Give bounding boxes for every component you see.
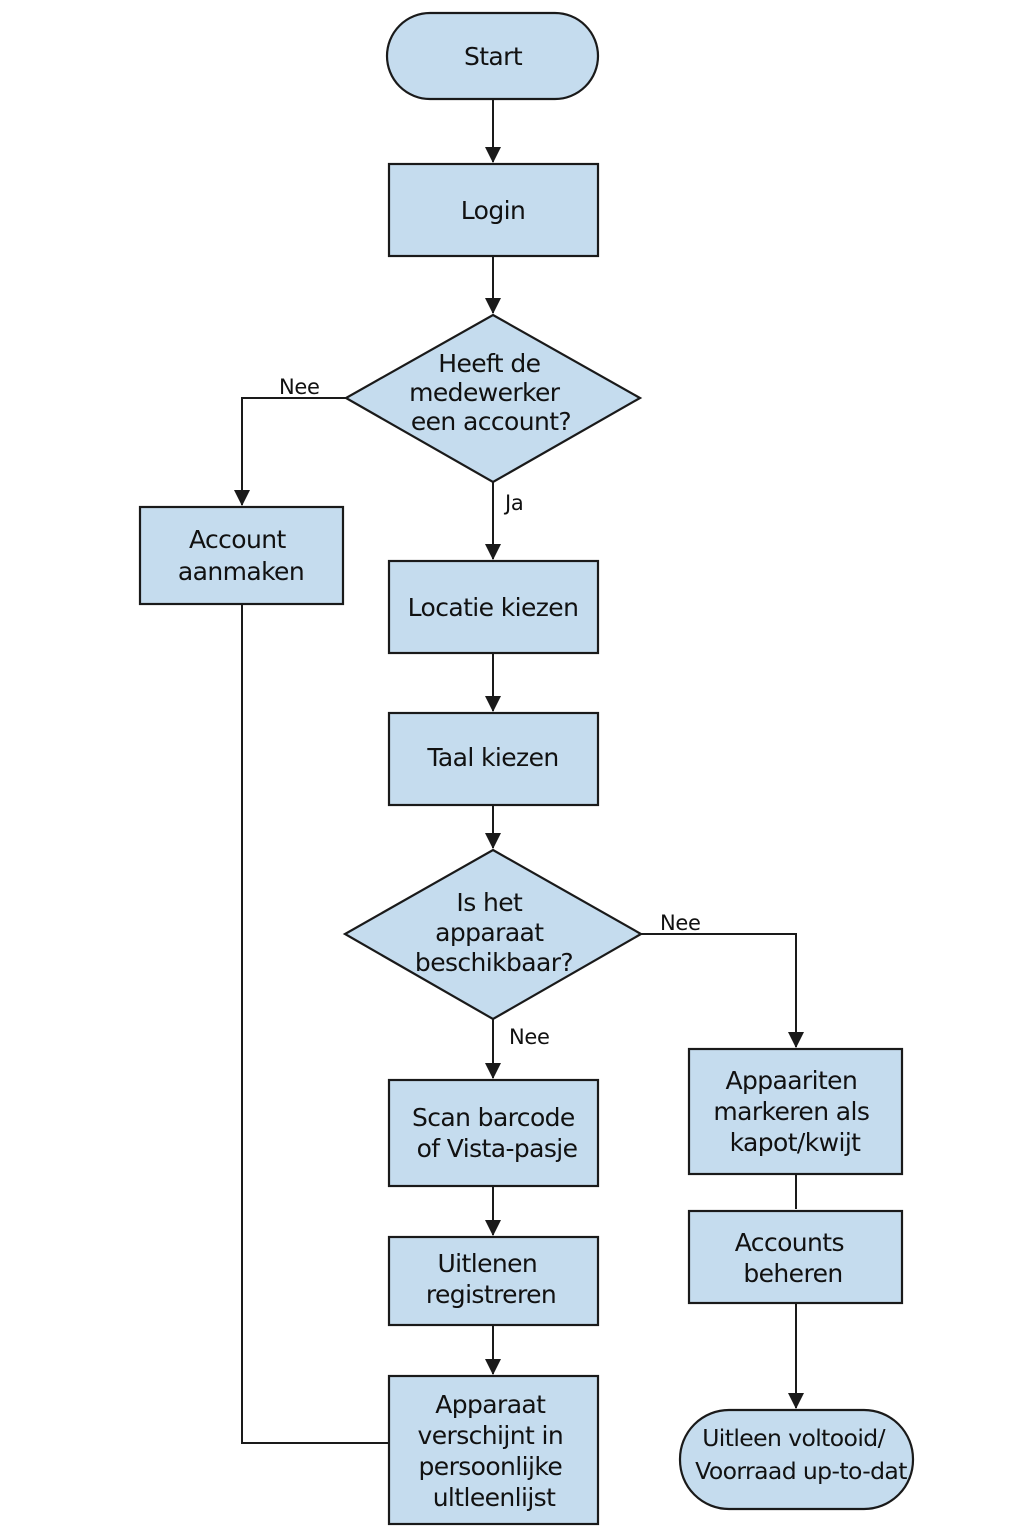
node-account-decision: Heeft de medewerker een account? xyxy=(343,313,643,484)
node-end: Uitleen voltooid/ Voorraad up-to-dat xyxy=(678,1408,915,1511)
svg-text:Apparaat verschijnt in: Apparaat verschijnt in persoonlijke ultl… xyxy=(418,1390,571,1512)
edge-label-account-no: Nee xyxy=(279,375,320,399)
edge-label-account-yes: Ja xyxy=(503,491,523,515)
node-availability-decision: Is het apparaat beschikbaar? xyxy=(342,848,644,1021)
edge-label-availability-right: Nee xyxy=(660,911,701,935)
node-choose-language: Taal kiezen xyxy=(387,711,600,807)
svg-text:Taal kiezen: Taal kiezen xyxy=(426,743,558,772)
svg-text:Heeft de medewerker: Heeft de medewerker een account? xyxy=(409,349,571,436)
edge-label-availability-down: Nee xyxy=(509,1025,550,1049)
node-create-account: Account aanmaken xyxy=(138,505,345,606)
edge-account-check-no xyxy=(234,397,346,506)
svg-text:Is het apparaat be: Is het apparaat beschikbaar? xyxy=(415,888,573,977)
edge-create-account-to-list xyxy=(241,605,389,1444)
node-register-loan: Uitlenen registreren xyxy=(387,1235,600,1327)
svg-text:Locatie kiezen: Locatie kiezen xyxy=(408,593,579,622)
svg-text:Start: Start xyxy=(464,42,523,71)
node-scan-barcode: Scan barcode of Vista-pasje xyxy=(387,1078,600,1188)
node-start: Start xyxy=(385,11,600,101)
node-mark-devices: Appaariten markeren als kapot/kwijt xyxy=(687,1047,904,1176)
svg-text:Accounts beheren: Accounts beheren xyxy=(735,1228,852,1288)
svg-text:Uitleen voltooid/ Voorra: Uitleen voltooid/ Voorraad up-to-dat xyxy=(695,1424,907,1485)
node-choose-location: Locatie kiezen xyxy=(387,559,600,655)
node-manage-accounts: Accounts beheren xyxy=(687,1209,904,1305)
node-device-in-list: Apparaat verschijnt in persoonlijke ultl… xyxy=(387,1374,600,1526)
svg-text:Appaariten markeren als: Appaariten markeren als kapot/kwijt xyxy=(713,1066,876,1157)
svg-text:Scan barcode of Vista-pa: Scan barcode of Vista-pasje xyxy=(412,1103,582,1163)
svg-text:Uitlenen registreren: Uitlenen registreren xyxy=(426,1249,556,1309)
svg-text:Login: Login xyxy=(461,196,525,225)
node-login: Login xyxy=(387,162,600,258)
edge-availability-right xyxy=(641,933,804,1048)
svg-text:Account aanmaken: Account aanmaken xyxy=(178,525,304,586)
